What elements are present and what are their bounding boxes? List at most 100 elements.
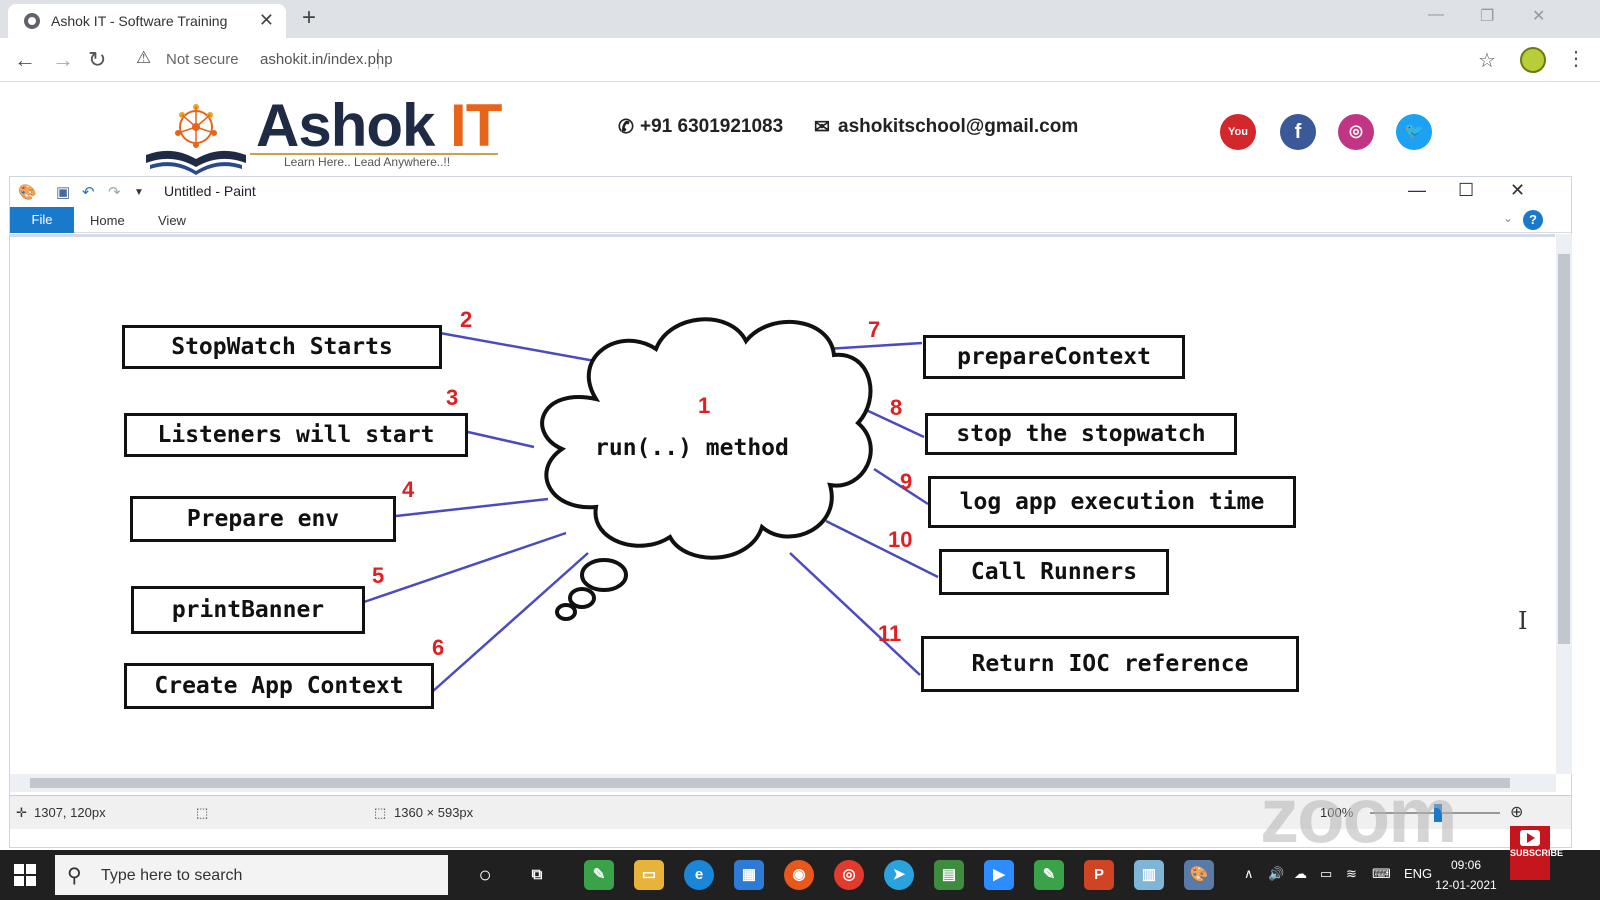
zoom-watermark: zoom [1260, 771, 1458, 859]
new-tab-button[interactable]: + [302, 4, 317, 31]
firefox-icon[interactable]: ◉ [784, 860, 814, 890]
tab-file[interactable]: File [10, 207, 74, 233]
vertical-scrollbar[interactable] [1556, 234, 1572, 774]
back-icon[interactable]: ← [14, 47, 36, 72]
browser-tab-active[interactable]: Ashok IT - Software Training ✕ [8, 4, 286, 38]
taskbar-search[interactable]: ⚲ Type here to search [55, 855, 448, 895]
store-icon[interactable]: ▦ [734, 860, 764, 890]
warning-icon: ⚠ [136, 48, 152, 67]
minimize-icon[interactable]: — [1428, 6, 1444, 23]
zoom-level: 100% [1320, 805, 1354, 820]
logo-book-icon [146, 104, 246, 175]
selection-icon: ⬚ [196, 805, 209, 820]
zoom-icon[interactable]: ▶ [984, 860, 1014, 890]
step-number: 3 [446, 385, 459, 410]
twitter-icon[interactable]: 🐦 [1396, 114, 1432, 150]
powerpoint-icon[interactable]: P [1084, 860, 1114, 890]
paint-canvas[interactable]: run(..) method 1 StopWatch Starts 2 List… [10, 234, 1555, 768]
clock-date: 12-01-2021 [1435, 878, 1497, 892]
youtube-icon[interactable]: You [1220, 114, 1256, 150]
facebook-icon[interactable]: f [1280, 114, 1316, 150]
ribbon-expand-icon[interactable]: ⌄ [1502, 211, 1513, 225]
step-number: 8 [890, 395, 903, 420]
customize-toolbar-icon[interactable]: ▼ [134, 187, 144, 198]
step-box-listeners: Listeners will start [124, 413, 468, 457]
paint-maximize-icon[interactable]: ☐ [1458, 180, 1475, 200]
logo-wordmark[interactable]: Ashok IT [256, 91, 502, 160]
bookmark-star-icon[interactable]: ☆ [1478, 50, 1496, 72]
tab-close-icon[interactable]: ✕ [258, 10, 274, 30]
notepad-icon[interactable]: ▤ [934, 860, 964, 890]
wifi-icon[interactable]: ≋ [1346, 866, 1357, 881]
step-box-stopwatch-starts: StopWatch Starts [122, 325, 442, 369]
paint-app-icon[interactable]: 🎨 [18, 184, 37, 201]
url-text[interactable]: ashokit.in/index.php [260, 51, 393, 68]
step-number: 1 [698, 393, 711, 418]
instagram-icon[interactable]: ◎ [1338, 114, 1374, 150]
tab-view[interactable]: View [158, 213, 186, 228]
step-box-call-runners: Call Runners [939, 549, 1169, 595]
step-number: 4 [402, 477, 415, 502]
app-icon[interactable]: ✎ [1034, 860, 1064, 890]
zoom-slider-knob[interactable] [1434, 804, 1442, 822]
file-explorer-icon[interactable]: ▭ [634, 860, 664, 890]
restore-icon[interactable]: ❐ [1480, 8, 1495, 25]
paint-taskbar-icon[interactable]: 🎨 [1184, 860, 1214, 890]
battery-icon[interactable]: ▭ [1320, 866, 1333, 881]
edge-icon[interactable]: e [684, 860, 714, 890]
windows-start-icon[interactable] [14, 864, 36, 886]
telegram-icon[interactable]: ➤ [884, 860, 914, 890]
cortana-icon[interactable]: ○ [478, 862, 492, 887]
redo-icon[interactable]: ↷ [108, 184, 121, 201]
security-label[interactable]: Not secure [166, 51, 239, 68]
language-indicator[interactable]: ENG [1404, 866, 1433, 881]
app-icon[interactable]: ✎ [584, 860, 614, 890]
tab-home[interactable]: Home [90, 213, 125, 228]
step-number: 2 [460, 307, 473, 332]
email-address[interactable]: ashokitschool@gmail.com [838, 116, 1079, 137]
reload-icon[interactable]: ↻ [88, 47, 107, 72]
step-number: 11 [878, 621, 902, 646]
subscribe-badge[interactable]: SUBSCRIBE [1510, 826, 1563, 880]
clock-time: 09:06 [1450, 858, 1482, 872]
tab-title: Ashok IT - Software Training [51, 13, 228, 29]
browser-tab-strip: Ashok IT - Software Training ✕ + — ❐ ✕ [0, 0, 1600, 38]
step-box-prepare-env: Prepare env [130, 496, 396, 542]
step-box-log-time: log app execution time [928, 476, 1296, 528]
chevron-up-icon[interactable]: ∧ [1244, 866, 1254, 881]
close-window-icon[interactable]: ✕ [1532, 8, 1546, 25]
omnibox[interactable]: ⚠ Not secure ashokit.in/index.php [130, 43, 1490, 75]
phone-number[interactable]: +91 6301921083 [640, 116, 784, 137]
paint-close-icon[interactable]: ✕ [1510, 180, 1526, 200]
taskbar-clock[interactable]: 09:06 12-01-2021 [1430, 855, 1502, 895]
paint-title-bar: 🎨 ▣ ↶ ↷ ▼ Untitled - Paint — ☐ ✕ [10, 177, 1571, 207]
help-icon[interactable]: ? [1523, 210, 1543, 230]
notes-icon[interactable]: ▥ [1134, 860, 1164, 890]
logo-accent: IT [450, 92, 502, 159]
paint-window: 🎨 ▣ ↶ ↷ ▼ Untitled - Paint — ☐ ✕ File Ho… [9, 176, 1572, 848]
forward-icon[interactable]: → [52, 47, 74, 72]
globe-icon [24, 13, 40, 29]
search-icon: ⚲ [67, 865, 82, 887]
crosshair-icon: ✛ [16, 805, 27, 820]
task-view-icon[interactable]: ⧉ [531, 866, 543, 883]
text-cursor-icon: I [1518, 607, 1528, 635]
onedrive-icon[interactable]: ☁ [1294, 866, 1307, 881]
horizontal-scrollbar[interactable] [10, 774, 1556, 792]
canvas-size: 1360 × 593px [394, 805, 474, 820]
zoom-in-icon[interactable]: ⊕ [1510, 804, 1524, 821]
save-icon[interactable]: ▣ [56, 184, 71, 201]
menu-kebab-icon[interactable]: ⋮ [1566, 48, 1586, 70]
volume-icon[interactable]: 🔊 [1268, 866, 1285, 881]
profile-avatar[interactable] [1520, 47, 1546, 73]
paint-minimize-icon[interactable]: — [1408, 180, 1426, 200]
step-box-prepare-context: prepareContext [923, 335, 1185, 379]
chrome-icon[interactable]: ◎ [834, 860, 864, 890]
scroll-thumb[interactable] [1558, 254, 1570, 644]
step-box-print-banner: printBanner [131, 586, 365, 634]
undo-icon[interactable]: ↶ [82, 184, 95, 201]
logo-tagline: Learn Here.. Lead Anywhere..!! [284, 155, 451, 169]
keyboard-icon[interactable]: ⌨ [1372, 866, 1391, 881]
logo-underline [250, 153, 498, 155]
scroll-thumb[interactable] [30, 778, 1510, 788]
